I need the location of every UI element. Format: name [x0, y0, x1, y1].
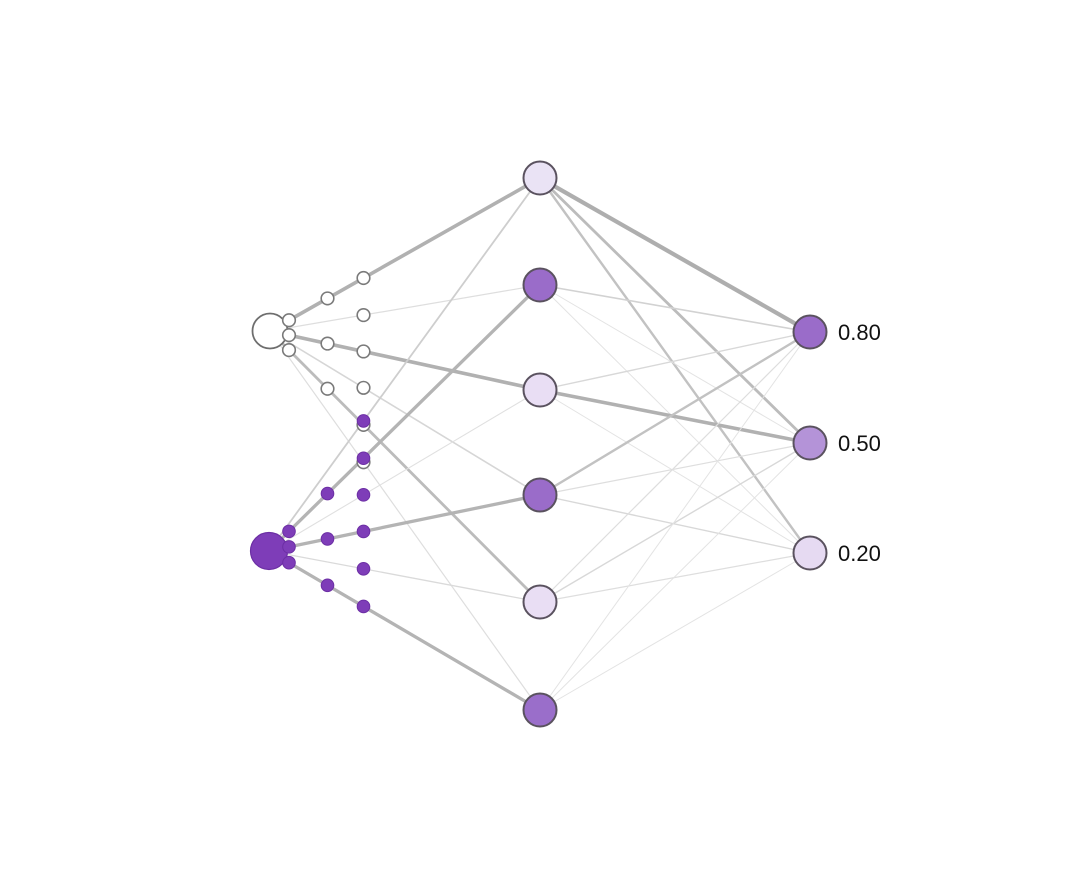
edge-h5-o3 [539, 552, 811, 603]
edge-h3-o2 [538, 388, 812, 445]
weight-dot-i2-h3 [356, 488, 371, 502]
weight-dot-i1-h2 [356, 307, 371, 323]
weight-dot-i1-h4 [356, 380, 371, 395]
output-value-label-o3: 0.20 [838, 541, 881, 566]
output-node-o3 [792, 535, 828, 571]
hidden-node-h6 [522, 692, 558, 728]
edge-h4-o3 [539, 494, 811, 554]
weight-dot-i1-h1 [356, 270, 371, 286]
output-node-o2 [792, 425, 828, 461]
edge-h1-o3 [538, 176, 812, 555]
edge-h6-o1 [539, 331, 811, 711]
hidden-node-h5 [522, 584, 558, 620]
edge-i1-h6 [269, 330, 541, 711]
edge-i2-h6 [267, 549, 542, 712]
weight-dot-i1-h5 [281, 342, 297, 358]
edge-i1-h5 [268, 329, 542, 604]
edge-h4-o2 [539, 442, 811, 496]
edge-h4-o1 [538, 330, 812, 497]
weight-dot-i2-h4 [282, 540, 296, 554]
input-node-i2 [249, 531, 289, 571]
weight-dot-i2-h2 [356, 451, 371, 466]
weight-dot-i2-h5 [356, 561, 371, 576]
weight-dot-i2-h6 [282, 555, 296, 570]
edge-i1-h3 [268, 329, 542, 392]
weight-dot-i1-h1 [281, 313, 297, 328]
edge-i2-h4 [267, 493, 542, 553]
weight-dot-i1-h3 [356, 344, 371, 359]
hidden-node-h2 [522, 267, 558, 303]
output-node-o1 [792, 314, 828, 350]
edge-h5-o2 [539, 442, 811, 603]
edge-i2-h2 [267, 283, 542, 553]
hidden-node-h1 [522, 160, 558, 196]
hidden-node-h4 [522, 477, 558, 513]
weight-dot-i2-h4 [356, 524, 371, 539]
edge-i1-h1 [268, 176, 542, 333]
edge-h2-o3 [539, 284, 811, 554]
edge-i2-h3 [268, 389, 541, 552]
edge-h1-o2 [538, 176, 812, 445]
weight-dot-i2-h2 [282, 524, 296, 539]
edge-h3-o3 [539, 389, 811, 554]
edge-i1-h4 [269, 330, 541, 496]
edge-h2-o1 [539, 284, 811, 333]
weight-dot-i2-h2 [320, 486, 335, 501]
edge-h3-o1 [539, 331, 811, 391]
output-value-label-o1: 0.80 [838, 320, 881, 345]
weight-dot-i2-h6 [356, 599, 371, 614]
edge-i1-h2 [269, 284, 541, 332]
edge-i2-h5 [268, 550, 541, 603]
weight-dot-i1-h3 [320, 336, 335, 351]
edge-h1-o1 [537, 175, 813, 335]
edge-h2-o2 [539, 284, 811, 444]
edge-h5-o1 [539, 331, 811, 603]
weight-dot-i1-h3 [281, 328, 297, 343]
hidden-node-h3 [522, 372, 558, 408]
edge-h6-o2 [539, 442, 811, 711]
weight-dot-i2-h1 [356, 414, 371, 428]
edge-h6-o3 [539, 552, 811, 711]
weight-dot-i2-h4 [320, 532, 335, 546]
output-value-label-o2: 0.50 [838, 431, 881, 456]
weight-dot-i1-h5 [320, 381, 335, 396]
weight-dot-i1-h1 [320, 291, 335, 306]
edge-i2-h1 [268, 177, 541, 552]
weight-dot-i2-h6 [320, 578, 335, 593]
